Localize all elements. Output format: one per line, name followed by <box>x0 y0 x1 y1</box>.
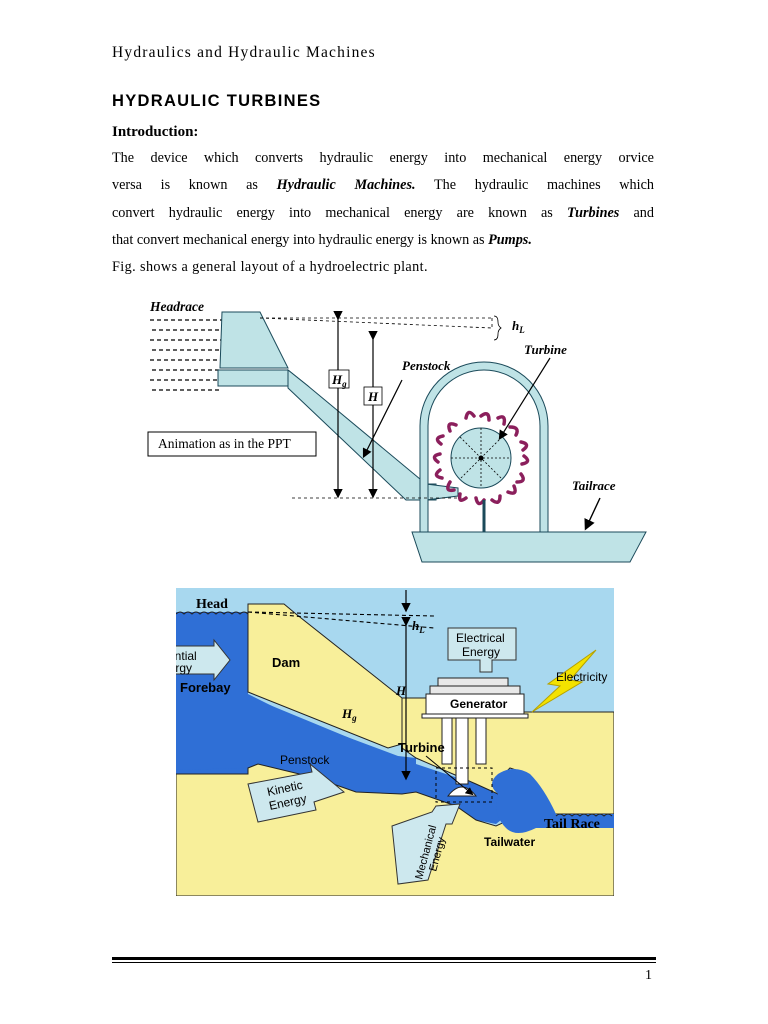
section-title: HYDRAULIC TURBINES <box>112 92 322 110</box>
label-penstock: Penstock <box>402 358 451 373</box>
text-run: The hydraulic machines which <box>415 177 654 193</box>
term-turbines: Turbines <box>567 205 620 221</box>
label-dam: Dam <box>272 655 300 670</box>
term-pumps: Pumps. <box>488 232 532 248</box>
label-h: H <box>395 683 407 698</box>
generator-assembly <box>421 677 529 797</box>
dam-wall <box>219 311 289 369</box>
label-electricity: Electricity <box>556 670 607 684</box>
headwater-surface <box>176 611 249 615</box>
kinetic-energy-callout <box>247 762 346 823</box>
label-tailrace: Tailrace <box>572 478 616 493</box>
label-electrical-energy-1: Electrical <box>456 631 505 645</box>
reservoir-water <box>150 319 222 391</box>
label-hg: Hg <box>331 372 347 389</box>
hg-label-box <box>328 369 350 389</box>
text-run: convert hydraulic energy into mechanical… <box>112 205 567 221</box>
text-run: and <box>619 205 654 221</box>
label-headrace: Headrace <box>149 299 204 314</box>
paragraph-line-3: convert hydraulic energy into mechanical… <box>112 205 654 222</box>
mechanical-energy-callout <box>391 803 461 885</box>
label-penstock: Penstock <box>280 753 330 767</box>
label-tail-race: Tail Race <box>544 817 600 832</box>
penstock-pointer <box>362 379 403 459</box>
hydroelectric-layout-sketch: Headrace hL Turbine Penstock Hg H Animat… <box>147 299 647 563</box>
tailwater-surface <box>555 813 613 817</box>
term-hydraulic-machines: Hydraulic Machines. <box>276 177 416 193</box>
paragraph-line-4: that convert mechanical energy into hydr… <box>112 232 654 249</box>
label-head: Head <box>196 597 228 612</box>
hl-bracket <box>493 315 502 341</box>
tailwater-channel <box>492 769 614 833</box>
turbine-pointer <box>425 755 474 796</box>
hl-main: h <box>512 318 519 333</box>
label-hl: hL <box>412 618 425 635</box>
hg-subscript: g <box>341 379 347 389</box>
potential-energy-callout <box>176 638 231 682</box>
text-run: that convert mechanical energy into hydr… <box>112 232 489 248</box>
label-h: H <box>367 389 379 404</box>
label-hg: Hg <box>341 706 357 723</box>
reservoir-and-penstock-water <box>176 612 516 824</box>
label-potential-energy-2: Energy <box>176 661 192 675</box>
text-run: versa is known as <box>112 177 277 193</box>
water-band <box>176 612 416 794</box>
running-header: Hydraulics and Hydraulic Machines <box>112 44 376 61</box>
hl-subscript: L <box>518 325 525 335</box>
reference-lines <box>259 317 493 499</box>
label-turbine: Turbine <box>398 740 445 755</box>
turbine-pointer <box>498 357 551 441</box>
lightning-bolt-icon <box>531 649 597 713</box>
text-run: The device which converts hydraulic ener… <box>112 150 654 166</box>
paragraph-line-5: Fig. shows a general layout of a hydroel… <box>112 259 428 275</box>
paragraph-line-1: The device which converts hydraulic ener… <box>112 150 654 167</box>
label-turbine: Turbine <box>524 342 567 357</box>
tailrace-pointer <box>584 497 601 531</box>
label-potential-energy-1: Potential <box>176 649 197 663</box>
paragraph-line-2: versa is known as Hydraulic Machines. Th… <box>112 177 654 194</box>
hg-subscript: g <box>351 713 357 723</box>
label-tailwater: Tailwater <box>484 835 535 849</box>
label-generator: Generator <box>450 697 508 711</box>
hl-subscript: L <box>418 625 425 635</box>
h-label-box <box>363 386 383 406</box>
page-number: 1 <box>645 968 652 983</box>
footer-rule <box>112 957 656 960</box>
hg-main: H <box>331 372 343 387</box>
hg-main: H <box>341 706 353 721</box>
pelton-runner <box>432 410 530 506</box>
animation-note: Animation as in the PPT <box>158 436 291 451</box>
animation-note-box <box>147 431 317 457</box>
electrical-energy-callout <box>447 627 517 673</box>
footer-rule-thin <box>112 962 656 963</box>
turbine-zone <box>435 767 493 803</box>
label-hl: hL <box>512 318 525 335</box>
tailrace-basin <box>411 531 647 563</box>
introduction-heading: Introduction: <box>112 124 199 140</box>
hl-main: h <box>412 618 419 633</box>
hydroelectric-cross-section: Head hL Electrical Energy Potential Ener… <box>176 588 614 896</box>
label-forebay: Forebay <box>180 680 231 695</box>
label-electrical-energy-2: Energy <box>462 645 500 659</box>
